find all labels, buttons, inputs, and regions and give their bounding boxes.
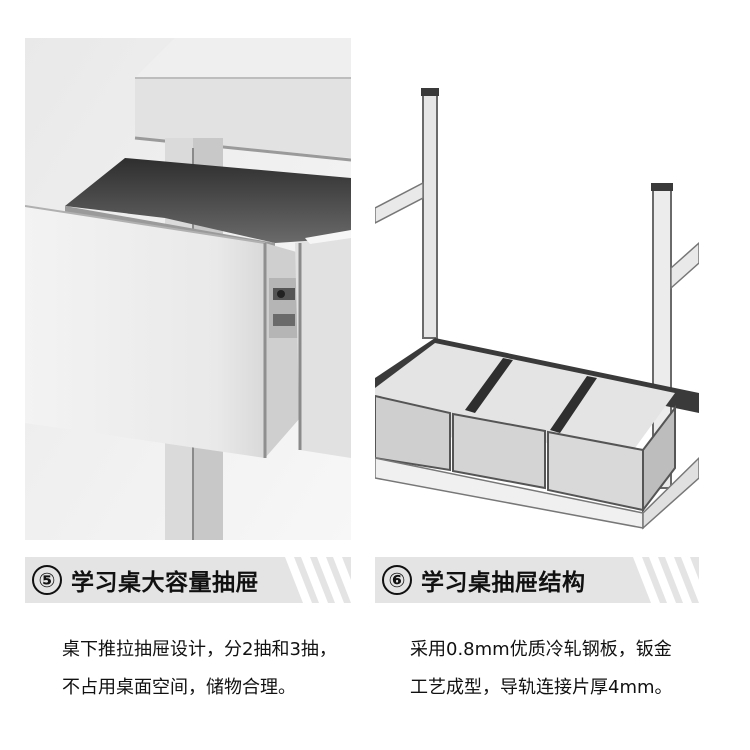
drawer-structure-photo bbox=[375, 38, 699, 540]
description-line: 工艺成型，导轨连接片厚4mm。 bbox=[410, 677, 673, 698]
section-number: ⑤ bbox=[32, 565, 62, 595]
panel-drawer-structure: ⑥ 学习桌抽屉结构 采用0.8mm优质冷轧钢板，钣金 工艺成型，导轨连接片厚4m… bbox=[375, 0, 750, 750]
panel-drawer-capacity: ⑤ 学习桌大容量抽屉 桌下推拉抽屉设计，分2抽和3抽， 不占用桌面空间，储物合理… bbox=[25, 38, 351, 707]
drawer-closeup-photo bbox=[25, 38, 351, 540]
stripes-decoration bbox=[285, 557, 351, 603]
section-title: 学习桌大容量抽屉 bbox=[71, 570, 259, 596]
description-line: 桌下推拉抽屉设计，分2抽和3抽， bbox=[62, 639, 337, 660]
section-description: 桌下推拉抽屉设计，分2抽和3抽， 不占用桌面空间，储物合理。 bbox=[62, 631, 337, 707]
section-banner: ⑤ 学习桌大容量抽屉 bbox=[25, 557, 351, 603]
description-line: 采用0.8mm优质冷轧钢板，钣金 bbox=[410, 639, 672, 660]
section-description: 采用0.8mm优质冷轧钢板，钣金 工艺成型，导轨连接片厚4mm。 bbox=[410, 631, 673, 707]
section-title: 学习桌抽屉结构 bbox=[421, 570, 586, 596]
description-line: 不占用桌面空间，储物合理。 bbox=[62, 677, 296, 698]
stripes-decoration bbox=[633, 557, 699, 603]
section-banner: ⑥ 学习桌抽屉结构 bbox=[375, 557, 699, 603]
section-number: ⑥ bbox=[382, 565, 412, 595]
